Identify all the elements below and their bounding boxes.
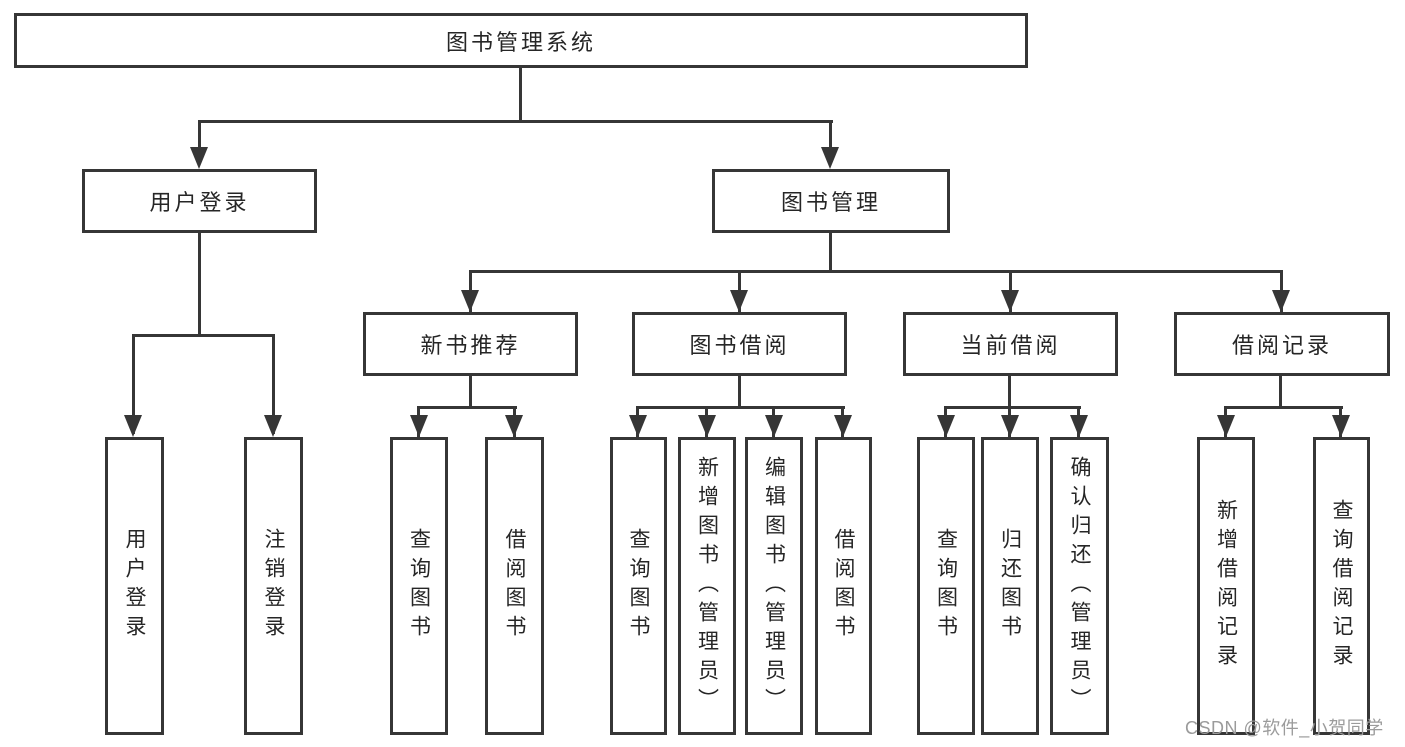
node-user-login-label: 用户登录 bbox=[149, 190, 250, 215]
leaf-borrow-edit-books-admin: 编辑图书（管理员） bbox=[745, 437, 803, 735]
leaf-label: 用户登录 bbox=[123, 528, 146, 644]
arrowhead-icon bbox=[124, 415, 142, 437]
leaf-label: 确认归还（管理员） bbox=[1068, 455, 1091, 717]
connector-line bbox=[132, 334, 135, 434]
arrowhead-icon bbox=[264, 415, 282, 437]
node-book-borrow: 图书借阅 bbox=[632, 312, 847, 376]
arrowhead-icon bbox=[1332, 415, 1350, 437]
node-book-management: 图书管理 bbox=[712, 169, 950, 233]
connector-line bbox=[198, 233, 201, 336]
connector-line bbox=[198, 120, 833, 123]
arrowhead-icon bbox=[410, 415, 428, 437]
node-book-management-label: 图书管理 bbox=[780, 190, 881, 215]
leaf-current-return-books: 归还图书 bbox=[981, 437, 1039, 735]
connector-line bbox=[417, 406, 517, 409]
leaf-label: 新增借阅记录 bbox=[1214, 499, 1238, 673]
leaf-newbooks-borrow-books: 借阅图书 bbox=[485, 437, 544, 735]
leaf-records-add-record: 新增借阅记录 bbox=[1197, 437, 1255, 735]
connector-line bbox=[469, 376, 472, 409]
node-root: 图书管理系统 bbox=[14, 13, 1028, 68]
connector-line bbox=[272, 334, 275, 434]
arrowhead-icon bbox=[765, 415, 783, 437]
connector-line bbox=[469, 270, 1283, 273]
arrowhead-icon bbox=[1272, 290, 1290, 312]
node-root-label: 图书管理系统 bbox=[445, 29, 596, 55]
leaf-label: 查询图书 bbox=[627, 528, 650, 644]
node-borrow-records: 借阅记录 bbox=[1174, 312, 1390, 376]
arrowhead-icon bbox=[629, 415, 647, 437]
leaf-label: 查询图书 bbox=[407, 528, 431, 644]
leaf-label: 新增图书（管理员） bbox=[695, 455, 719, 717]
leaf-label: 编辑图书（管理员） bbox=[762, 455, 786, 717]
node-current-borrow-label: 当前借阅 bbox=[960, 333, 1061, 358]
node-new-books: 新书推荐 bbox=[363, 312, 578, 376]
node-book-borrow-label: 图书借阅 bbox=[689, 333, 790, 358]
leaf-label: 查询图书 bbox=[934, 528, 958, 644]
leaf-logout: 注销登录 bbox=[244, 437, 303, 735]
arrowhead-icon bbox=[698, 415, 716, 437]
leaf-label: 注销登录 bbox=[262, 528, 285, 644]
connector-line bbox=[1279, 376, 1282, 409]
connector-line bbox=[198, 120, 201, 160]
leaf-borrow-query-books: 查询图书 bbox=[610, 437, 667, 735]
leaf-records-query-record: 查询借阅记录 bbox=[1313, 437, 1370, 735]
leaf-newbooks-query-books: 查询图书 bbox=[390, 437, 448, 735]
leaf-borrow-borrow-books: 借阅图书 bbox=[815, 437, 872, 735]
connector-line bbox=[829, 233, 832, 273]
node-new-books-label: 新书推荐 bbox=[420, 333, 521, 358]
arrowhead-icon bbox=[1001, 415, 1019, 437]
arrowhead-icon bbox=[1070, 415, 1088, 437]
node-borrow-records-label: 借阅记录 bbox=[1231, 333, 1332, 358]
connector-line bbox=[132, 334, 275, 337]
leaf-current-confirm-return-admin: 确认归还（管理员） bbox=[1050, 437, 1109, 735]
arrowhead-icon bbox=[1217, 415, 1235, 437]
connector-line bbox=[944, 406, 1081, 409]
leaf-label: 归还图书 bbox=[998, 528, 1022, 644]
arrowhead-icon bbox=[505, 415, 523, 437]
connector-line bbox=[636, 406, 845, 409]
leaf-user-login: 用户登录 bbox=[105, 437, 164, 735]
arrowhead-icon bbox=[730, 290, 748, 312]
connector-line bbox=[1008, 376, 1011, 409]
node-current-borrow: 当前借阅 bbox=[903, 312, 1118, 376]
connector-line bbox=[738, 376, 741, 409]
connector-line bbox=[829, 120, 832, 160]
arrowhead-icon bbox=[190, 147, 208, 169]
leaf-label: 查询借阅记录 bbox=[1330, 499, 1353, 673]
arrowhead-icon bbox=[821, 147, 839, 169]
leaf-label: 借阅图书 bbox=[503, 528, 526, 644]
arrowhead-icon bbox=[461, 290, 479, 312]
arrowhead-icon bbox=[834, 415, 852, 437]
leaf-current-query-books: 查询图书 bbox=[917, 437, 975, 735]
arrowhead-icon bbox=[937, 415, 955, 437]
node-user-login: 用户登录 bbox=[82, 169, 317, 233]
arrowhead-icon bbox=[1001, 290, 1019, 312]
leaf-label: 借阅图书 bbox=[832, 528, 855, 644]
connector-line bbox=[1224, 406, 1343, 409]
connector-line bbox=[519, 68, 522, 122]
leaf-borrow-add-books-admin: 新增图书（管理员） bbox=[678, 437, 736, 735]
csdn-watermark: CSDN @软件_小贺同学 bbox=[1185, 718, 1384, 738]
